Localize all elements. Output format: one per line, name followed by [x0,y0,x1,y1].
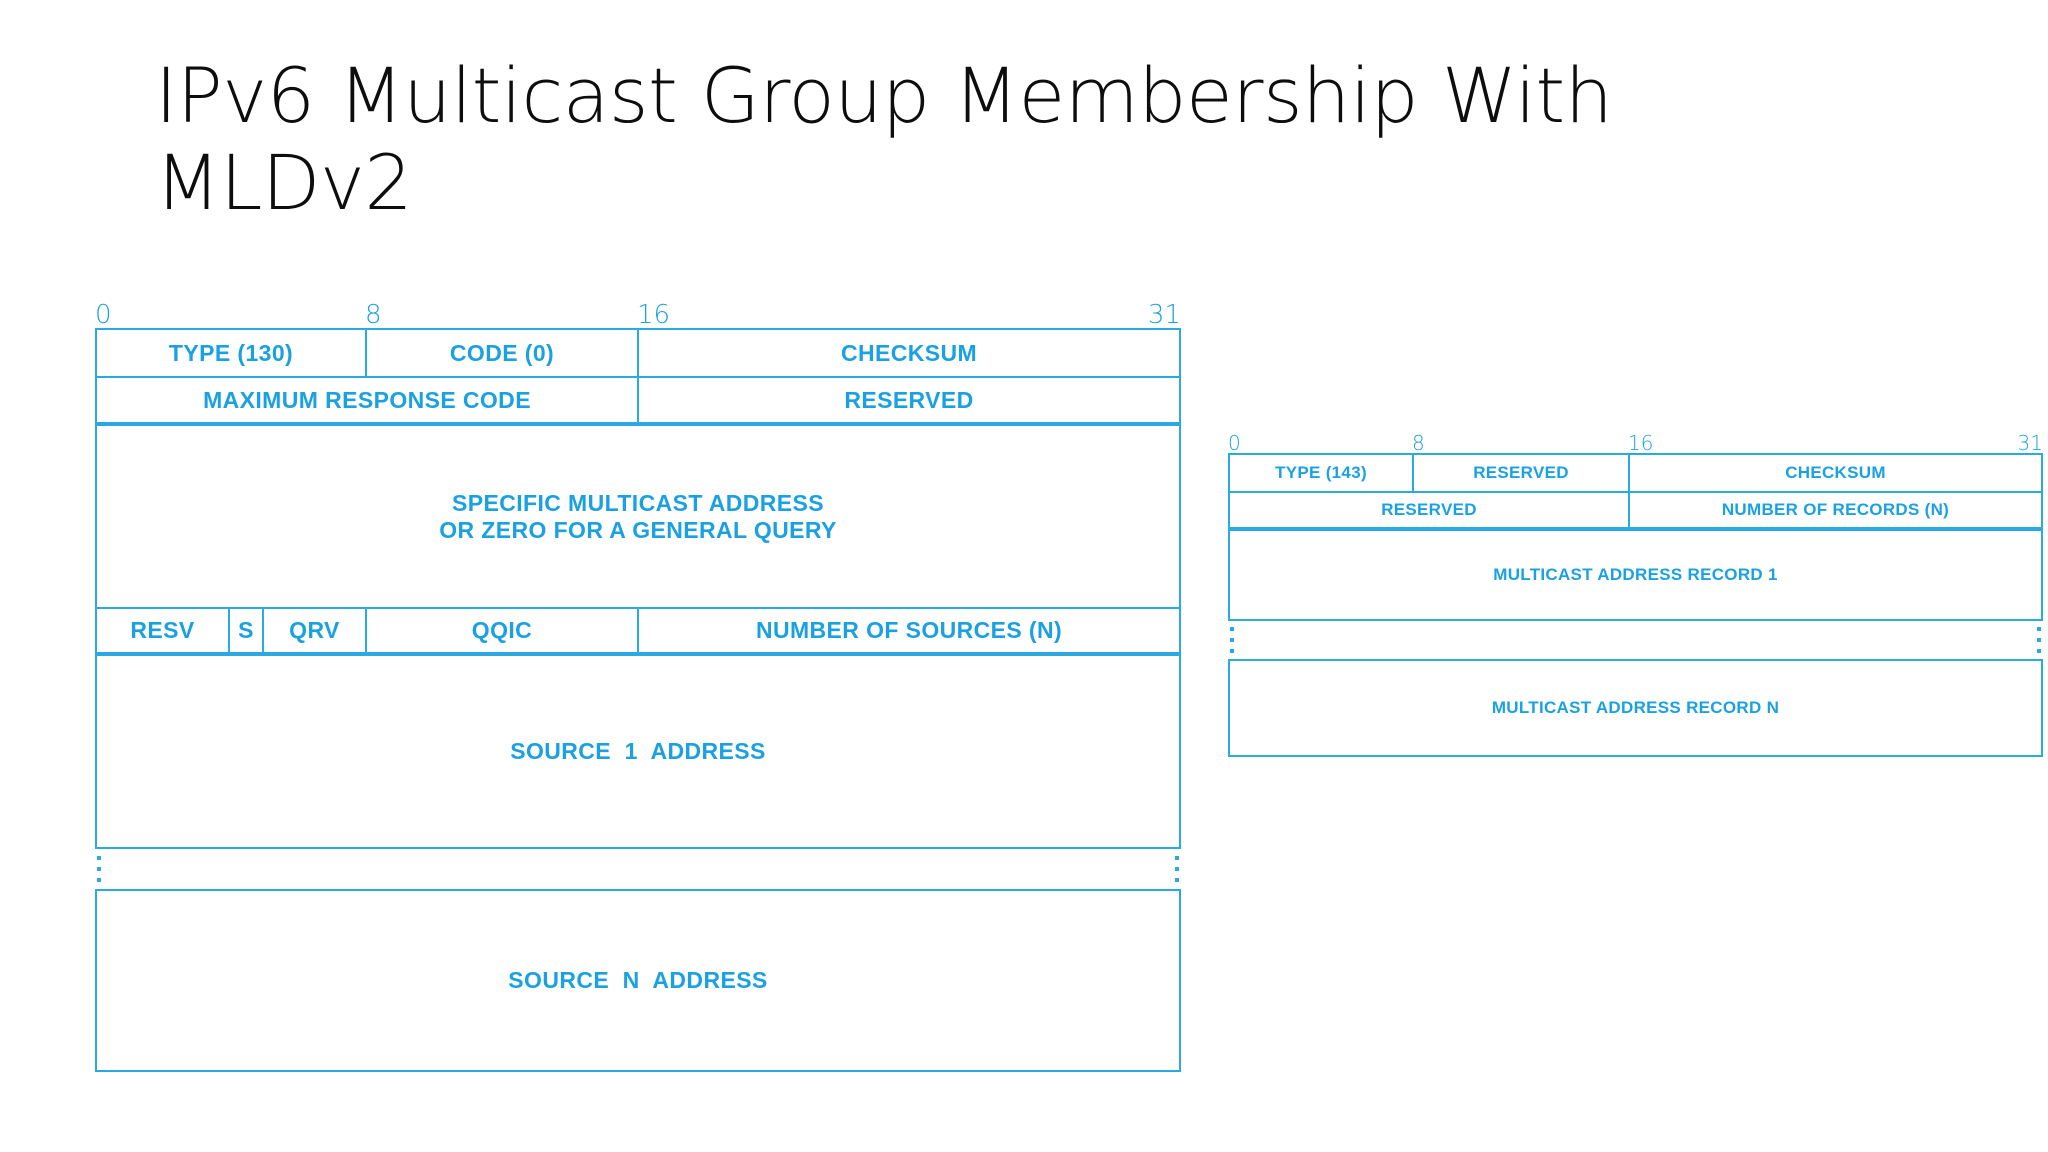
field-type: TYPE (143) [1230,455,1414,491]
bit-tick-31: 31 [2017,431,2043,455]
continuation-ellipsis [95,849,1181,889]
field-s: S [230,609,264,652]
table-row: MAXIMUM RESPONSE CODE RESERVED [95,376,1181,424]
field-number-of-sources: NUMBER OF SOURCES (N) [755,617,1063,643]
vertical-ellipsis-icon-right [1175,856,1179,882]
field-multicast-address-line2: OR ZERO FOR A GENERAL QUERY [439,516,837,543]
bit-ruler: 0 8 16 31 [95,300,1181,328]
field-multicast-address-record-n: MULTICAST ADDRESS RECORD N [1228,659,2043,757]
bit-tick-0: 0 [95,300,112,330]
table-row: RESV S QRV QQIC NUMBER OF SOURCES (N) [95,607,1181,654]
bit-tick-16: 16 [1628,431,1654,455]
vertical-ellipsis-icon-left [1230,627,1234,653]
bit-tick-31: 31 [1147,300,1181,330]
bit-tick-0: 0 [1228,431,1241,455]
bit-tick-8: 8 [365,300,382,330]
field-reserved: RESERVED [844,386,974,413]
field-reserved-2: RESERVED [1230,493,1630,527]
packet-diagram-mldv2-report: 0 8 16 31 TYPE (143) RESERVED CHECKSUM R… [1228,425,2043,757]
vertical-ellipsis-icon-right [2037,627,2041,653]
field-checksum: CHECKSUM [1785,463,1886,482]
field-number-of-records: NUMBER OF RECORDS (N) [1721,500,1950,519]
page-title: IPv6 Multicast Group Membership With MLD… [155,51,1637,228]
field-multicast-address: SPECIFIC MULTICAST ADDRESS OR ZERO FOR A… [97,426,1179,607]
field-source-1-address: SOURCE 1 ADDRESS [95,654,1181,849]
field-qqic: QQIC [367,609,639,652]
table-row: TYPE (130) CODE (0) CHECKSUM [95,328,1181,376]
table-row: TYPE (143) RESERVED CHECKSUM [1228,453,2043,491]
field-checksum: CHECKSUM [840,339,978,366]
continuation-ellipsis [1228,621,2043,659]
bit-ruler: 0 8 16 31 [1228,425,2043,453]
table-row: RESERVED NUMBER OF RECORDS (N) [1228,491,2043,529]
bit-tick-8: 8 [1412,431,1425,455]
packet-diagram-mldv2-query: 0 8 16 31 TYPE (130) CODE (0) CHECKSUM M… [95,300,1181,1072]
field-qrv: QRV [264,609,367,652]
bit-tick-16: 16 [637,300,671,330]
field-code: CODE (0) [367,330,639,376]
field-multicast-address-line1: SPECIFIC MULTICAST ADDRESS [451,489,825,516]
field-source-n-address: SOURCE N ADDRESS [95,889,1181,1072]
field-maximum-response-code: MAXIMUM RESPONSE CODE [97,378,639,422]
vertical-ellipsis-icon-left [97,856,101,882]
field-reserved: RESERVED [1414,455,1630,491]
field-multicast-address-record-1: MULTICAST ADDRESS RECORD 1 [1228,529,2043,621]
field-type: TYPE (130) [97,330,367,376]
field-resv: RESV [97,609,230,652]
table-row: SPECIFIC MULTICAST ADDRESS OR ZERO FOR A… [95,424,1181,607]
